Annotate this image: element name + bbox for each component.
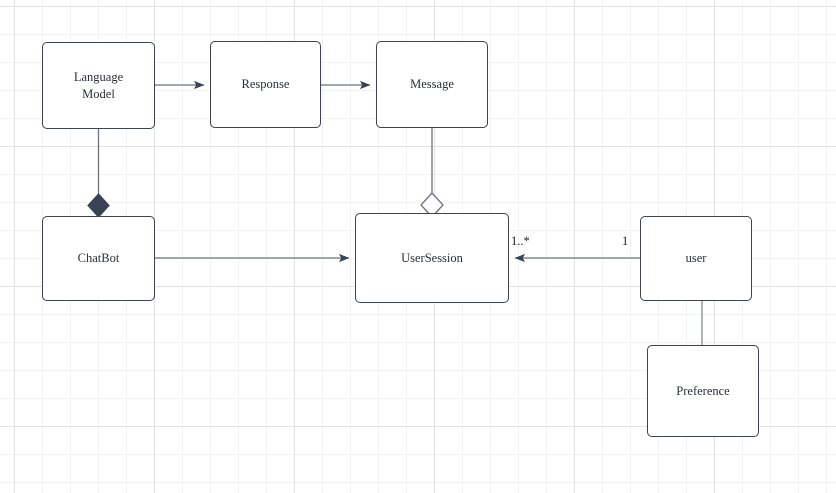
node-user[interactable]: user (640, 216, 752, 301)
node-chatbot-label: ChatBot (77, 251, 120, 265)
node-user-label: user (685, 251, 707, 265)
edge-message-to-user-session-aggregation (420, 128, 444, 218)
node-user-session-label: UserSession (401, 250, 463, 265)
node-response[interactable]: Response (210, 41, 321, 128)
multiplicity-user: 1 (622, 234, 629, 248)
node-language-model[interactable]: Language Model (42, 42, 155, 129)
node-message[interactable]: Message (376, 41, 488, 128)
node-preference[interactable]: Preference (647, 345, 759, 437)
filled-diamond-icon (87, 193, 110, 218)
node-chatbot[interactable]: ChatBot (42, 216, 155, 301)
edge-language-model-to-chatbot-composition (87, 129, 110, 218)
node-response-label: Response (241, 77, 290, 91)
multiplicity-user-session: 1..* (511, 234, 530, 248)
node-preference-label: Preference (676, 383, 730, 398)
node-language-model-label: Language Model (73, 69, 124, 101)
node-message-label: Message (410, 77, 454, 91)
node-user-session[interactable]: UserSession (355, 213, 509, 303)
